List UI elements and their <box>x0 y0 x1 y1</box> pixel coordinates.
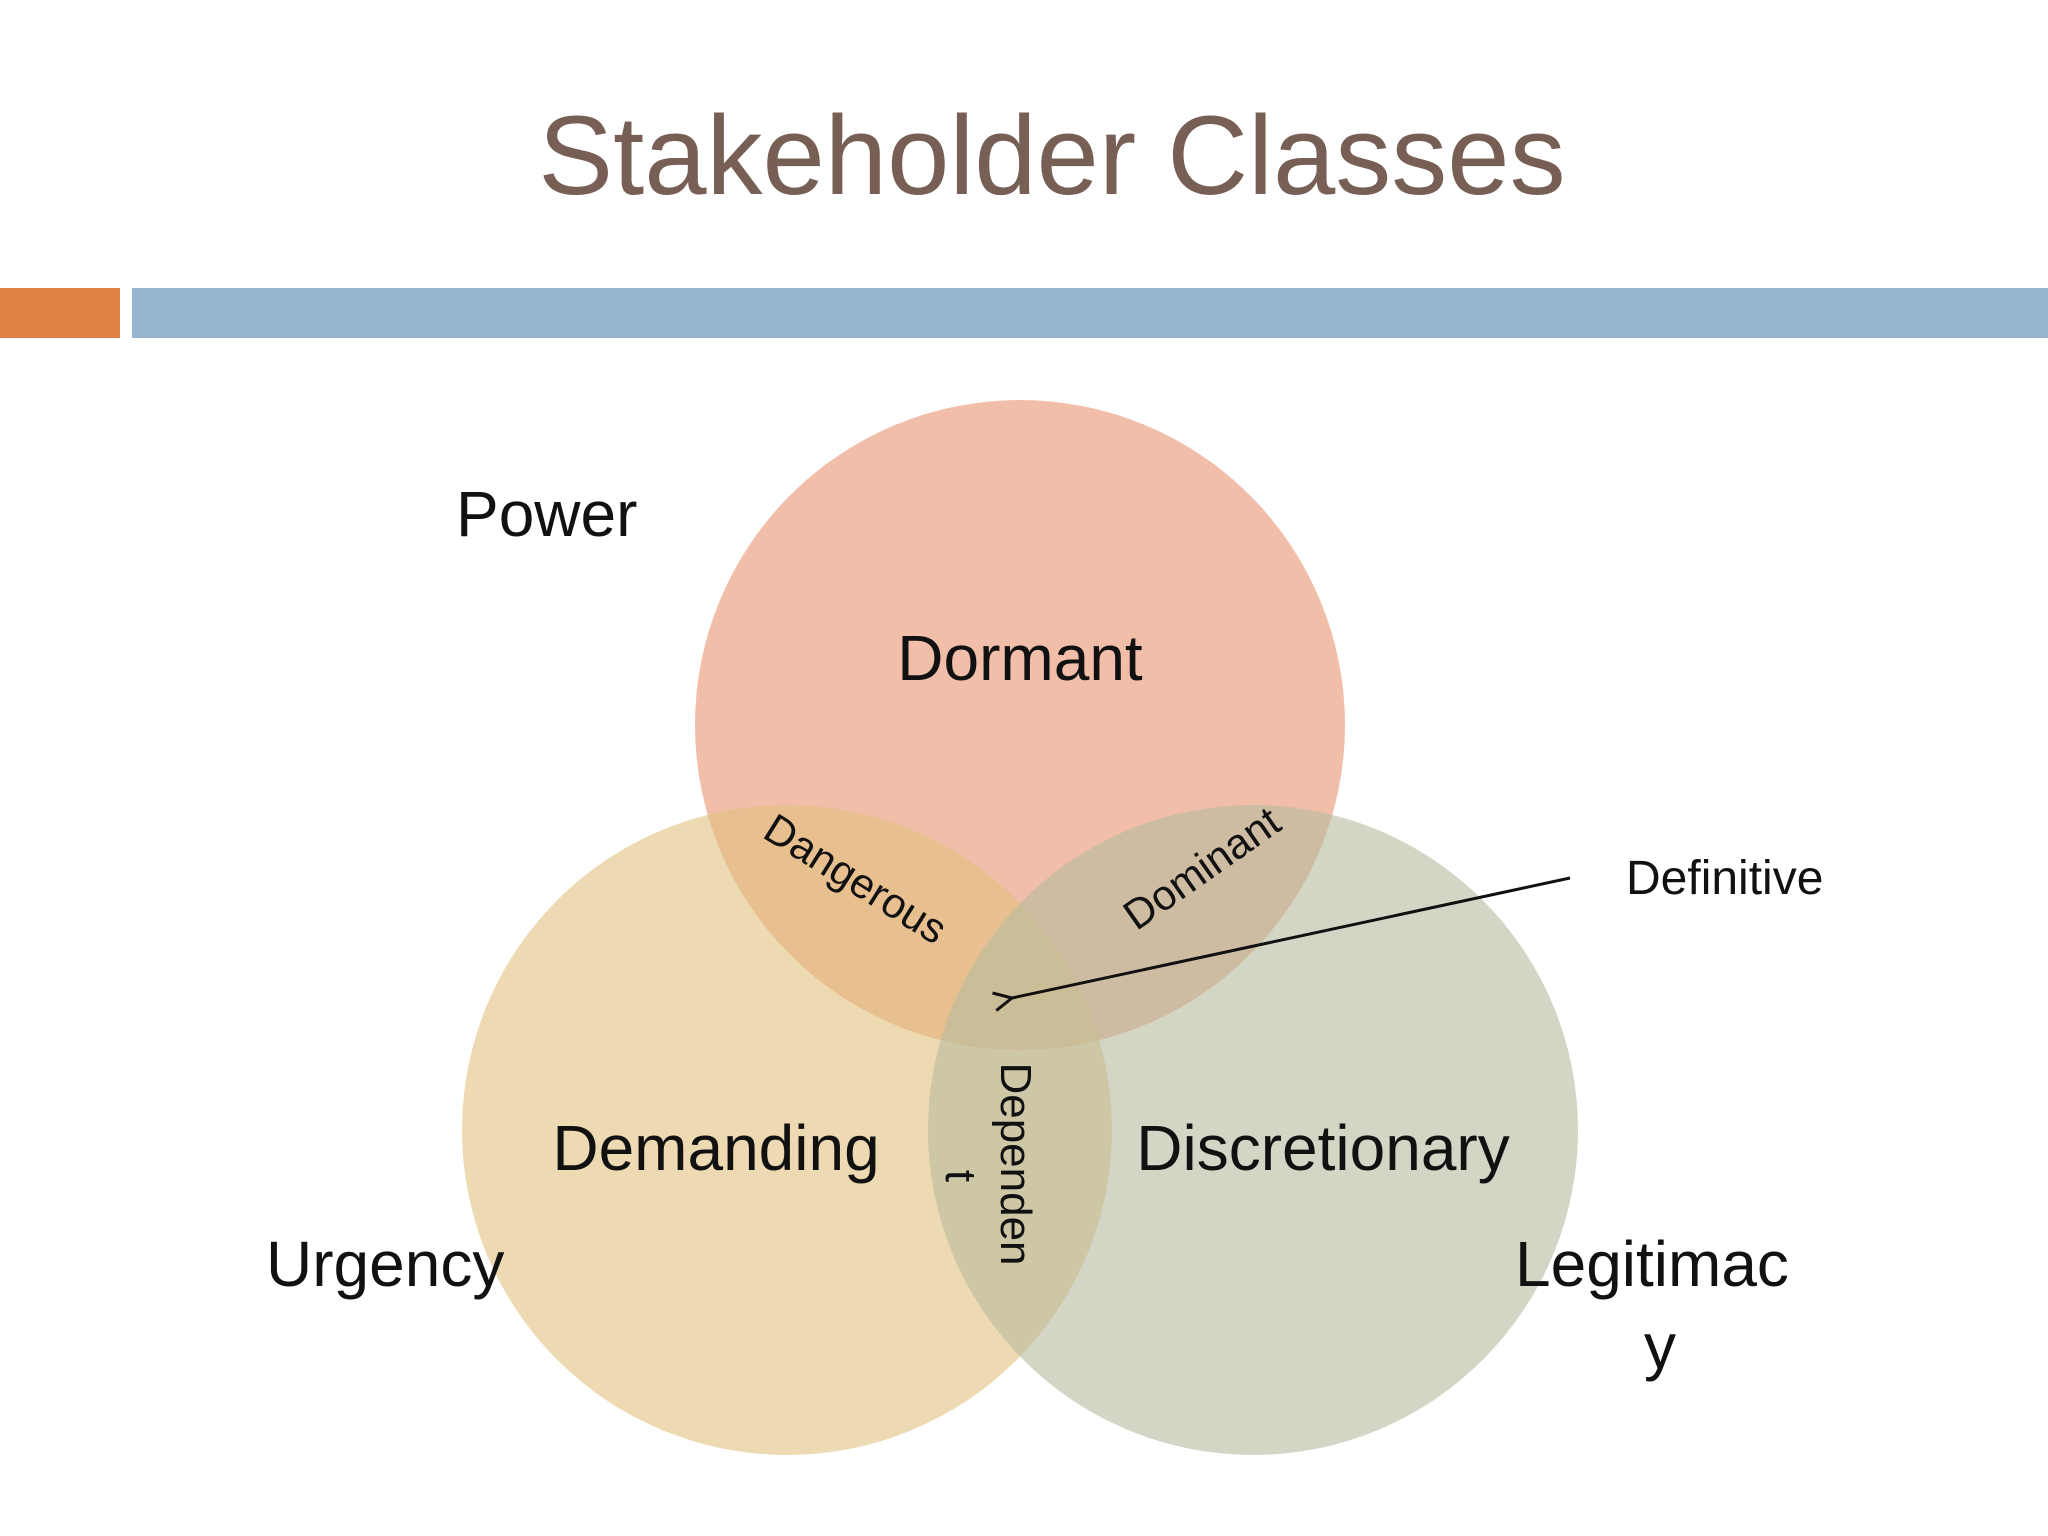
discretionary-label: Discretionary <box>1136 1112 1509 1184</box>
dependent-label-line1: Dependen <box>991 1062 1040 1265</box>
legitimacy-label-line2: y <box>1644 1310 1676 1382</box>
urgency-label: Urgency <box>266 1228 504 1300</box>
legitimacy-label-line1: Legitimac <box>1515 1228 1789 1300</box>
definitive-label: Definitive <box>1626 852 1823 905</box>
accent-bar-orange <box>0 288 120 338</box>
definitive-arrow <box>1012 876 1571 998</box>
urgency-circle <box>462 805 1112 1455</box>
dependent-label-line2: t <box>936 1170 985 1182</box>
legitimacy-circle <box>928 805 1578 1455</box>
slide-title: Stakeholder Classes <box>538 93 1566 218</box>
demanding-label: Demanding <box>552 1112 879 1184</box>
power-label: Power <box>456 478 637 550</box>
dormant-label: Dormant <box>897 622 1143 694</box>
accent-bar-blue <box>132 288 2048 338</box>
